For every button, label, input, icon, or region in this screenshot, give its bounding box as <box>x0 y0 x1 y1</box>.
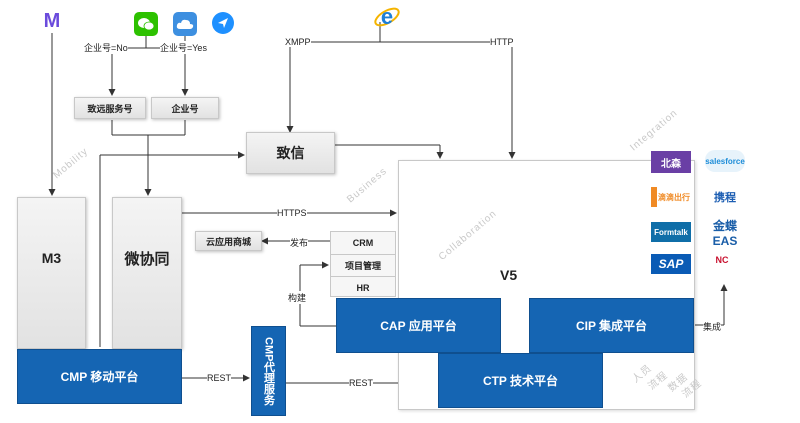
label-http: HTTP <box>490 37 514 47</box>
m3-label: M3 <box>41 250 62 266</box>
nc-logo: NC <box>715 255 729 265</box>
label-https: HTTPS <box>277 208 307 218</box>
wechat-icon <box>134 12 158 36</box>
ie-browser-icon: e <box>372 2 402 32</box>
hr-module: HR <box>356 282 370 293</box>
m-logo-icon: M <box>43 9 61 32</box>
ctrip-logo: 携程 <box>714 192 736 204</box>
beisen-logo: 北森 <box>651 151 691 173</box>
v5-label: V5 <box>500 267 518 283</box>
cloud-store-box: 云应用商城 <box>195 231 262 251</box>
label-xmpp: XMPP <box>285 37 311 47</box>
cmp-proxy-box: CMP代理服务 <box>251 326 286 416</box>
salesforce-logo: salesforce <box>705 150 745 172</box>
weixietong-label: 微协同 <box>124 250 170 268</box>
label-integrate: 集成 <box>703 320 722 333</box>
cap-platform-box: CAP 应用平台 <box>336 298 501 353</box>
label-publish: 发布 <box>290 236 309 249</box>
cmp-proxy-label: CMP代理服务 <box>262 336 275 406</box>
label-enterprise-yes: 企业号=Yes <box>160 41 207 54</box>
label-build: 构建 <box>288 291 307 304</box>
kingdee-logo: 金蝶EAS <box>712 218 738 248</box>
didi-logo: 滴滴出行 <box>651 187 691 207</box>
crm-module: CRM <box>331 232 395 255</box>
module-stack: CRM 项目管理 HR <box>330 231 396 297</box>
label-rest-1: REST <box>207 373 232 383</box>
ctp-platform-box: CTP 技术平台 <box>438 353 603 408</box>
cloud-icon <box>173 12 197 36</box>
project-module: 项目管理 <box>331 255 395 277</box>
label-rest-2: REST <box>349 378 374 388</box>
zhixin-box: 致信 <box>246 132 335 174</box>
cmp-platform-box: CMP 移动平台 <box>17 349 182 404</box>
zhiyuan-service-box: 致远服务号 <box>74 97 146 119</box>
send-icon <box>212 12 234 34</box>
weixietong-box: 微协同 <box>112 197 182 349</box>
svg-text:e: e <box>381 4 393 29</box>
cip-platform-box: CIP 集成平台 <box>529 298 694 353</box>
m3-box: M3 <box>17 197 86 349</box>
sap-logo: SAP <box>651 254 691 274</box>
label-enterprise-no: 企业号=No <box>84 41 128 54</box>
enterprise-box: 企业号 <box>151 97 219 119</box>
formtalk-logo: Formtalk <box>651 222 691 242</box>
